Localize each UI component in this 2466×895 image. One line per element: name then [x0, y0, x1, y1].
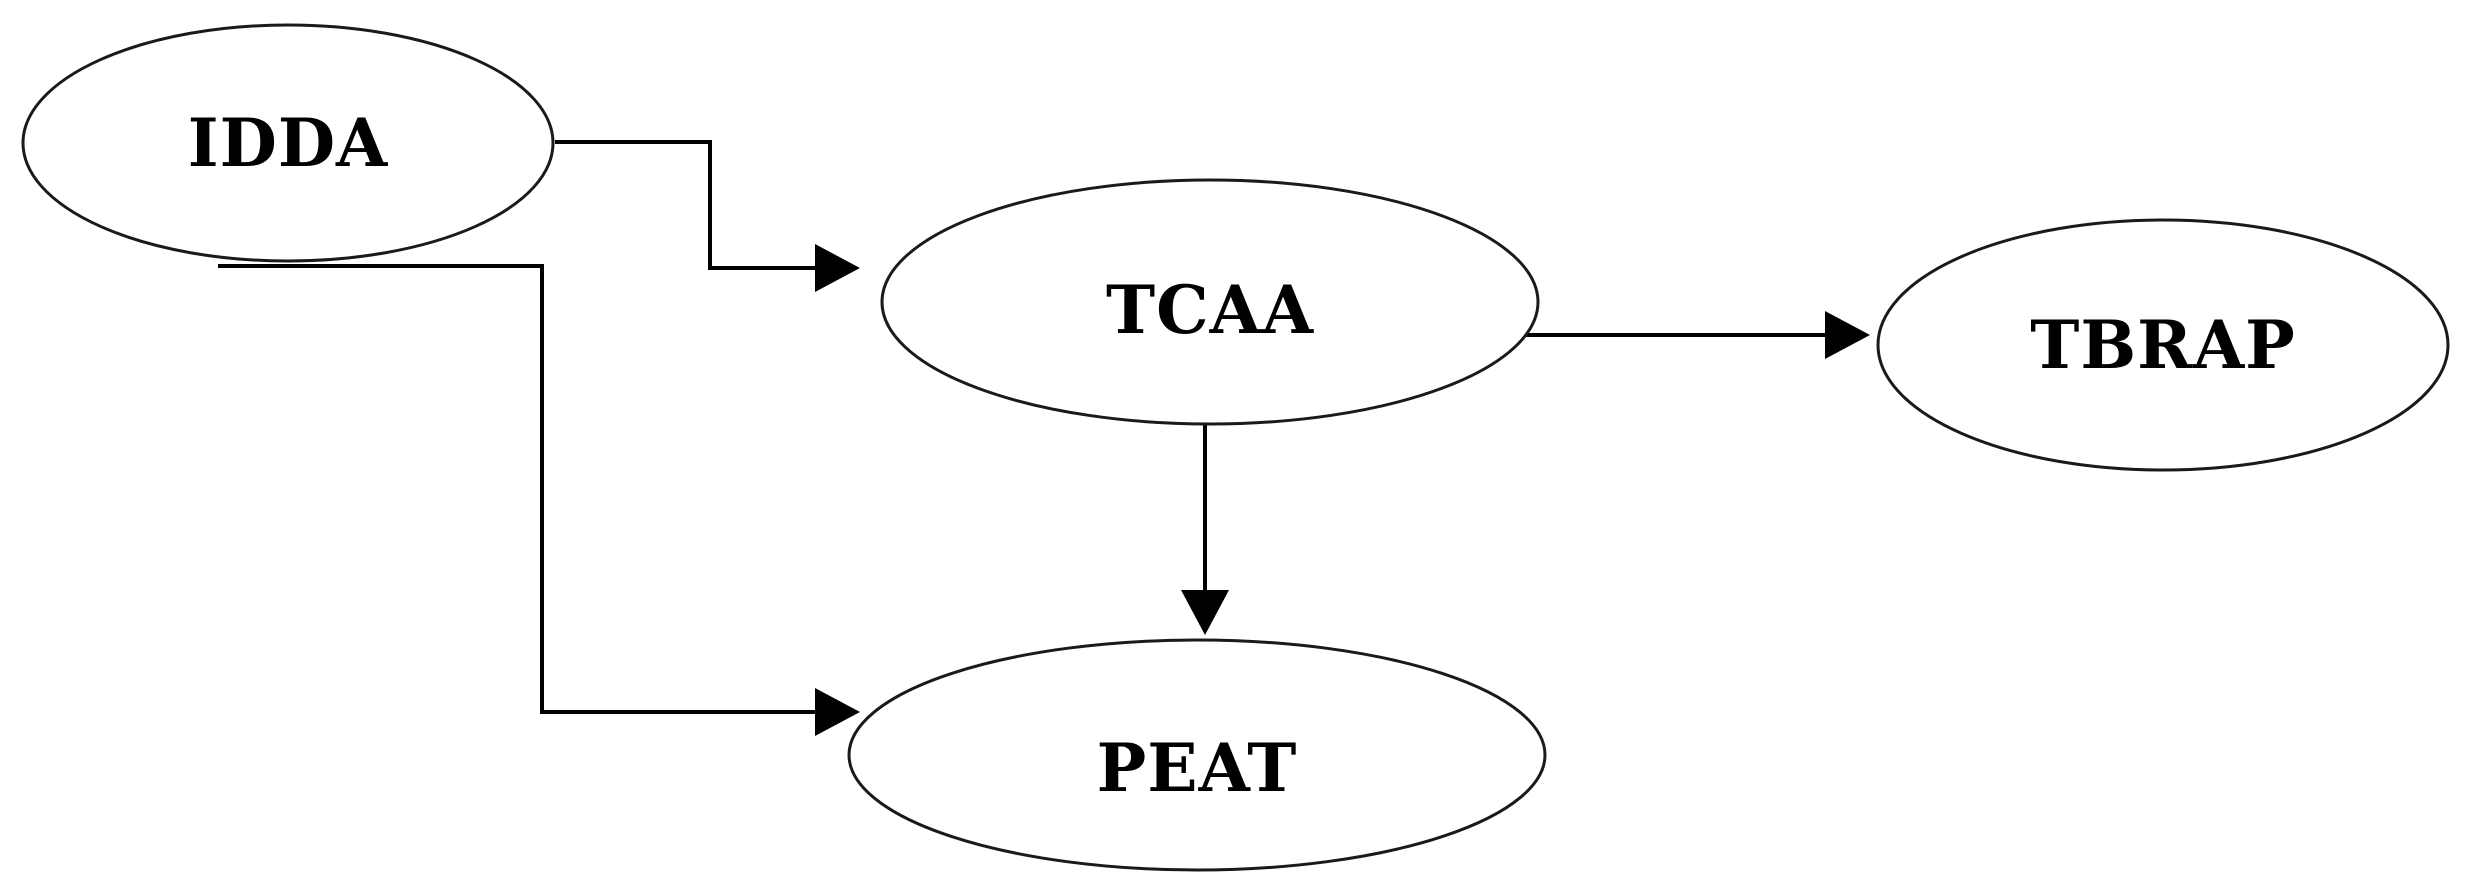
- edge-tcaa-to-peat: [1181, 425, 1229, 635]
- edge-line: [555, 140, 815, 270]
- node-label: TCAA: [1106, 271, 1314, 349]
- node-tcaa[interactable]: TCAA: [880, 178, 1540, 426]
- arrow-head-icon: [1181, 590, 1229, 635]
- node-tbrap[interactable]: TBRAP: [1876, 218, 2450, 472]
- edge-idda-to-peat: [218, 264, 860, 736]
- node-peat[interactable]: PEAT: [847, 638, 1547, 872]
- arrow-head-icon: [1825, 311, 1870, 359]
- node-ellipse: [880, 178, 1540, 426]
- arrow-head-icon: [815, 244, 860, 292]
- node-label: IDDA: [188, 104, 389, 182]
- node-ellipse: [1876, 218, 2450, 472]
- edge-tcaa-to-tbrap: [1515, 311, 1870, 359]
- node-idda[interactable]: IDDA: [21, 23, 555, 263]
- arrow-head-icon: [815, 688, 860, 736]
- nodes: IDDA TCAA TBRAP PEAT: [21, 23, 2450, 872]
- node-label: PEAT: [1097, 729, 1298, 807]
- node-label: TBRAP: [2030, 306, 2296, 384]
- node-ellipse: [847, 638, 1547, 872]
- node-ellipse: [21, 23, 555, 263]
- edges: [218, 140, 1870, 736]
- edge-line: [218, 264, 815, 714]
- edge-idda-to-tcaa: [555, 140, 860, 292]
